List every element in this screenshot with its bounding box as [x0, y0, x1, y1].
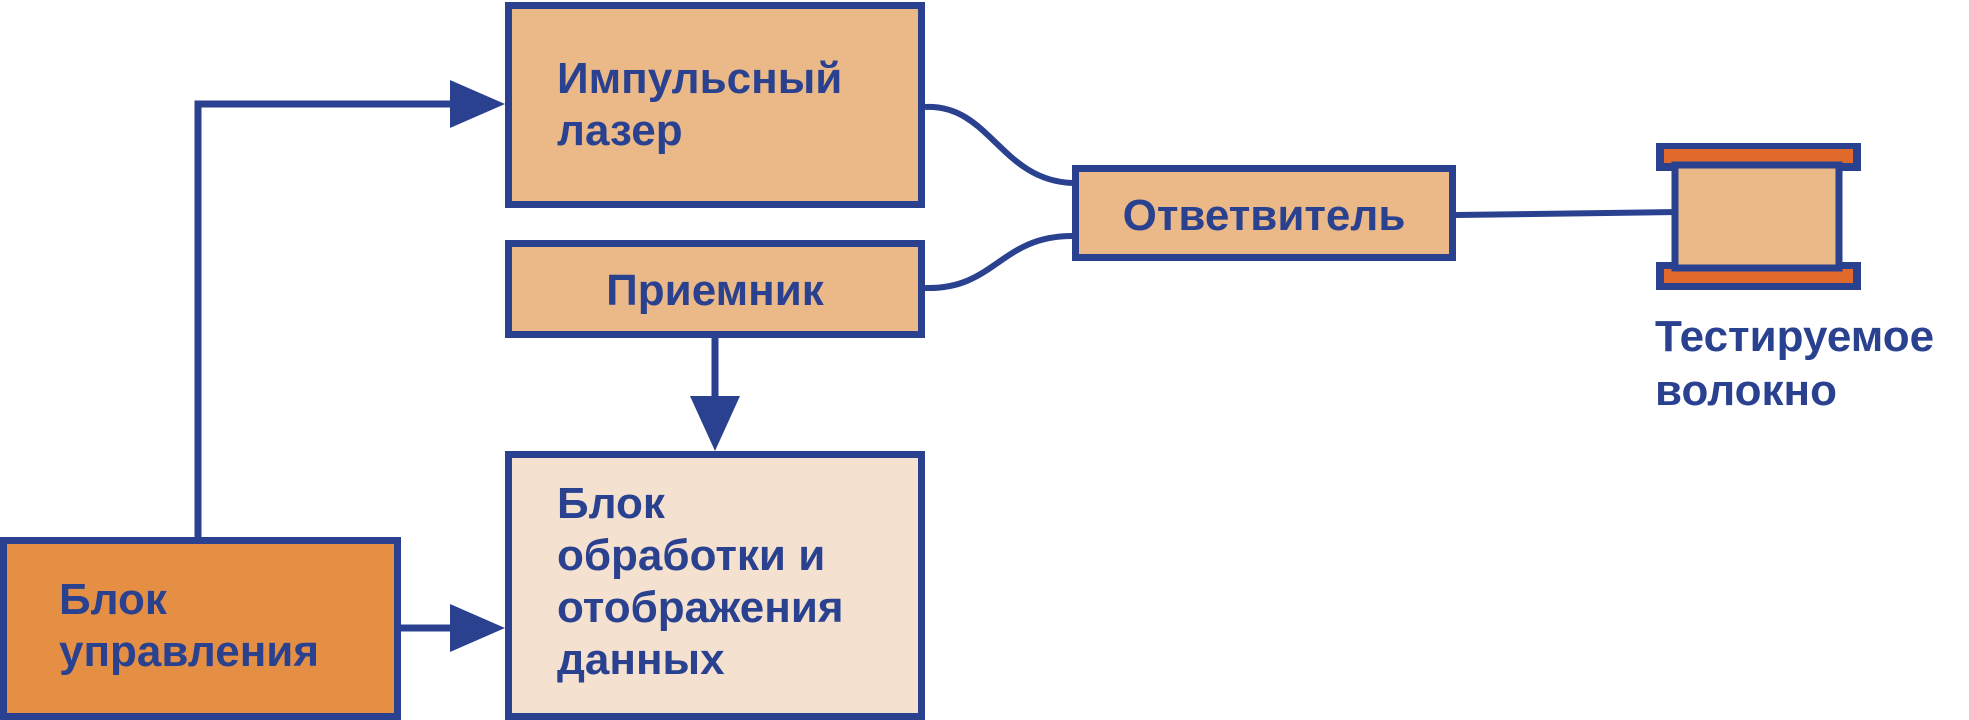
control-block: Блок управления [0, 537, 401, 720]
control-to-laser-line [194, 100, 455, 537]
fiber-spool-icon [1656, 143, 1861, 290]
processing-label-line4: данных [557, 634, 725, 684]
control-label-line1: Блок [59, 575, 167, 624]
laser-label-line2: лазер [557, 105, 683, 155]
processing-label-line1: Блок [557, 479, 665, 528]
laser-to-coupler-fiber [924, 103, 1073, 186]
processing-display-block: Блок обработки и отображения данных [505, 451, 925, 720]
coupler-to-fiber-line [1455, 209, 1678, 218]
control-to-laser-arrowhead [450, 80, 505, 128]
processing-label-line3: отображения [557, 582, 844, 632]
control-to-processing-arrowhead [450, 604, 505, 652]
receiver-to-coupler-fiber [924, 233, 1073, 292]
receiver-block: Приемник [505, 240, 925, 338]
receiver-label: Приемник [606, 266, 824, 315]
pulsed-laser-block: Импульсный лазер [505, 2, 925, 208]
processing-label-line2: обработки и [557, 530, 826, 580]
tested-fiber-caption: Тестируемое волокно [1655, 310, 1934, 417]
coupler-label: Ответвитель [1122, 191, 1406, 240]
receiver-to-processing-arrowhead [690, 396, 740, 451]
fiber-caption-line1: Тестируемое [1655, 312, 1935, 361]
coupler-block: Ответвитель [1072, 165, 1456, 261]
fiber-caption-line2: волокно [1655, 365, 1837, 415]
control-label-line2: управления [59, 626, 320, 676]
laser-label-line1: Импульсный [557, 54, 843, 103]
